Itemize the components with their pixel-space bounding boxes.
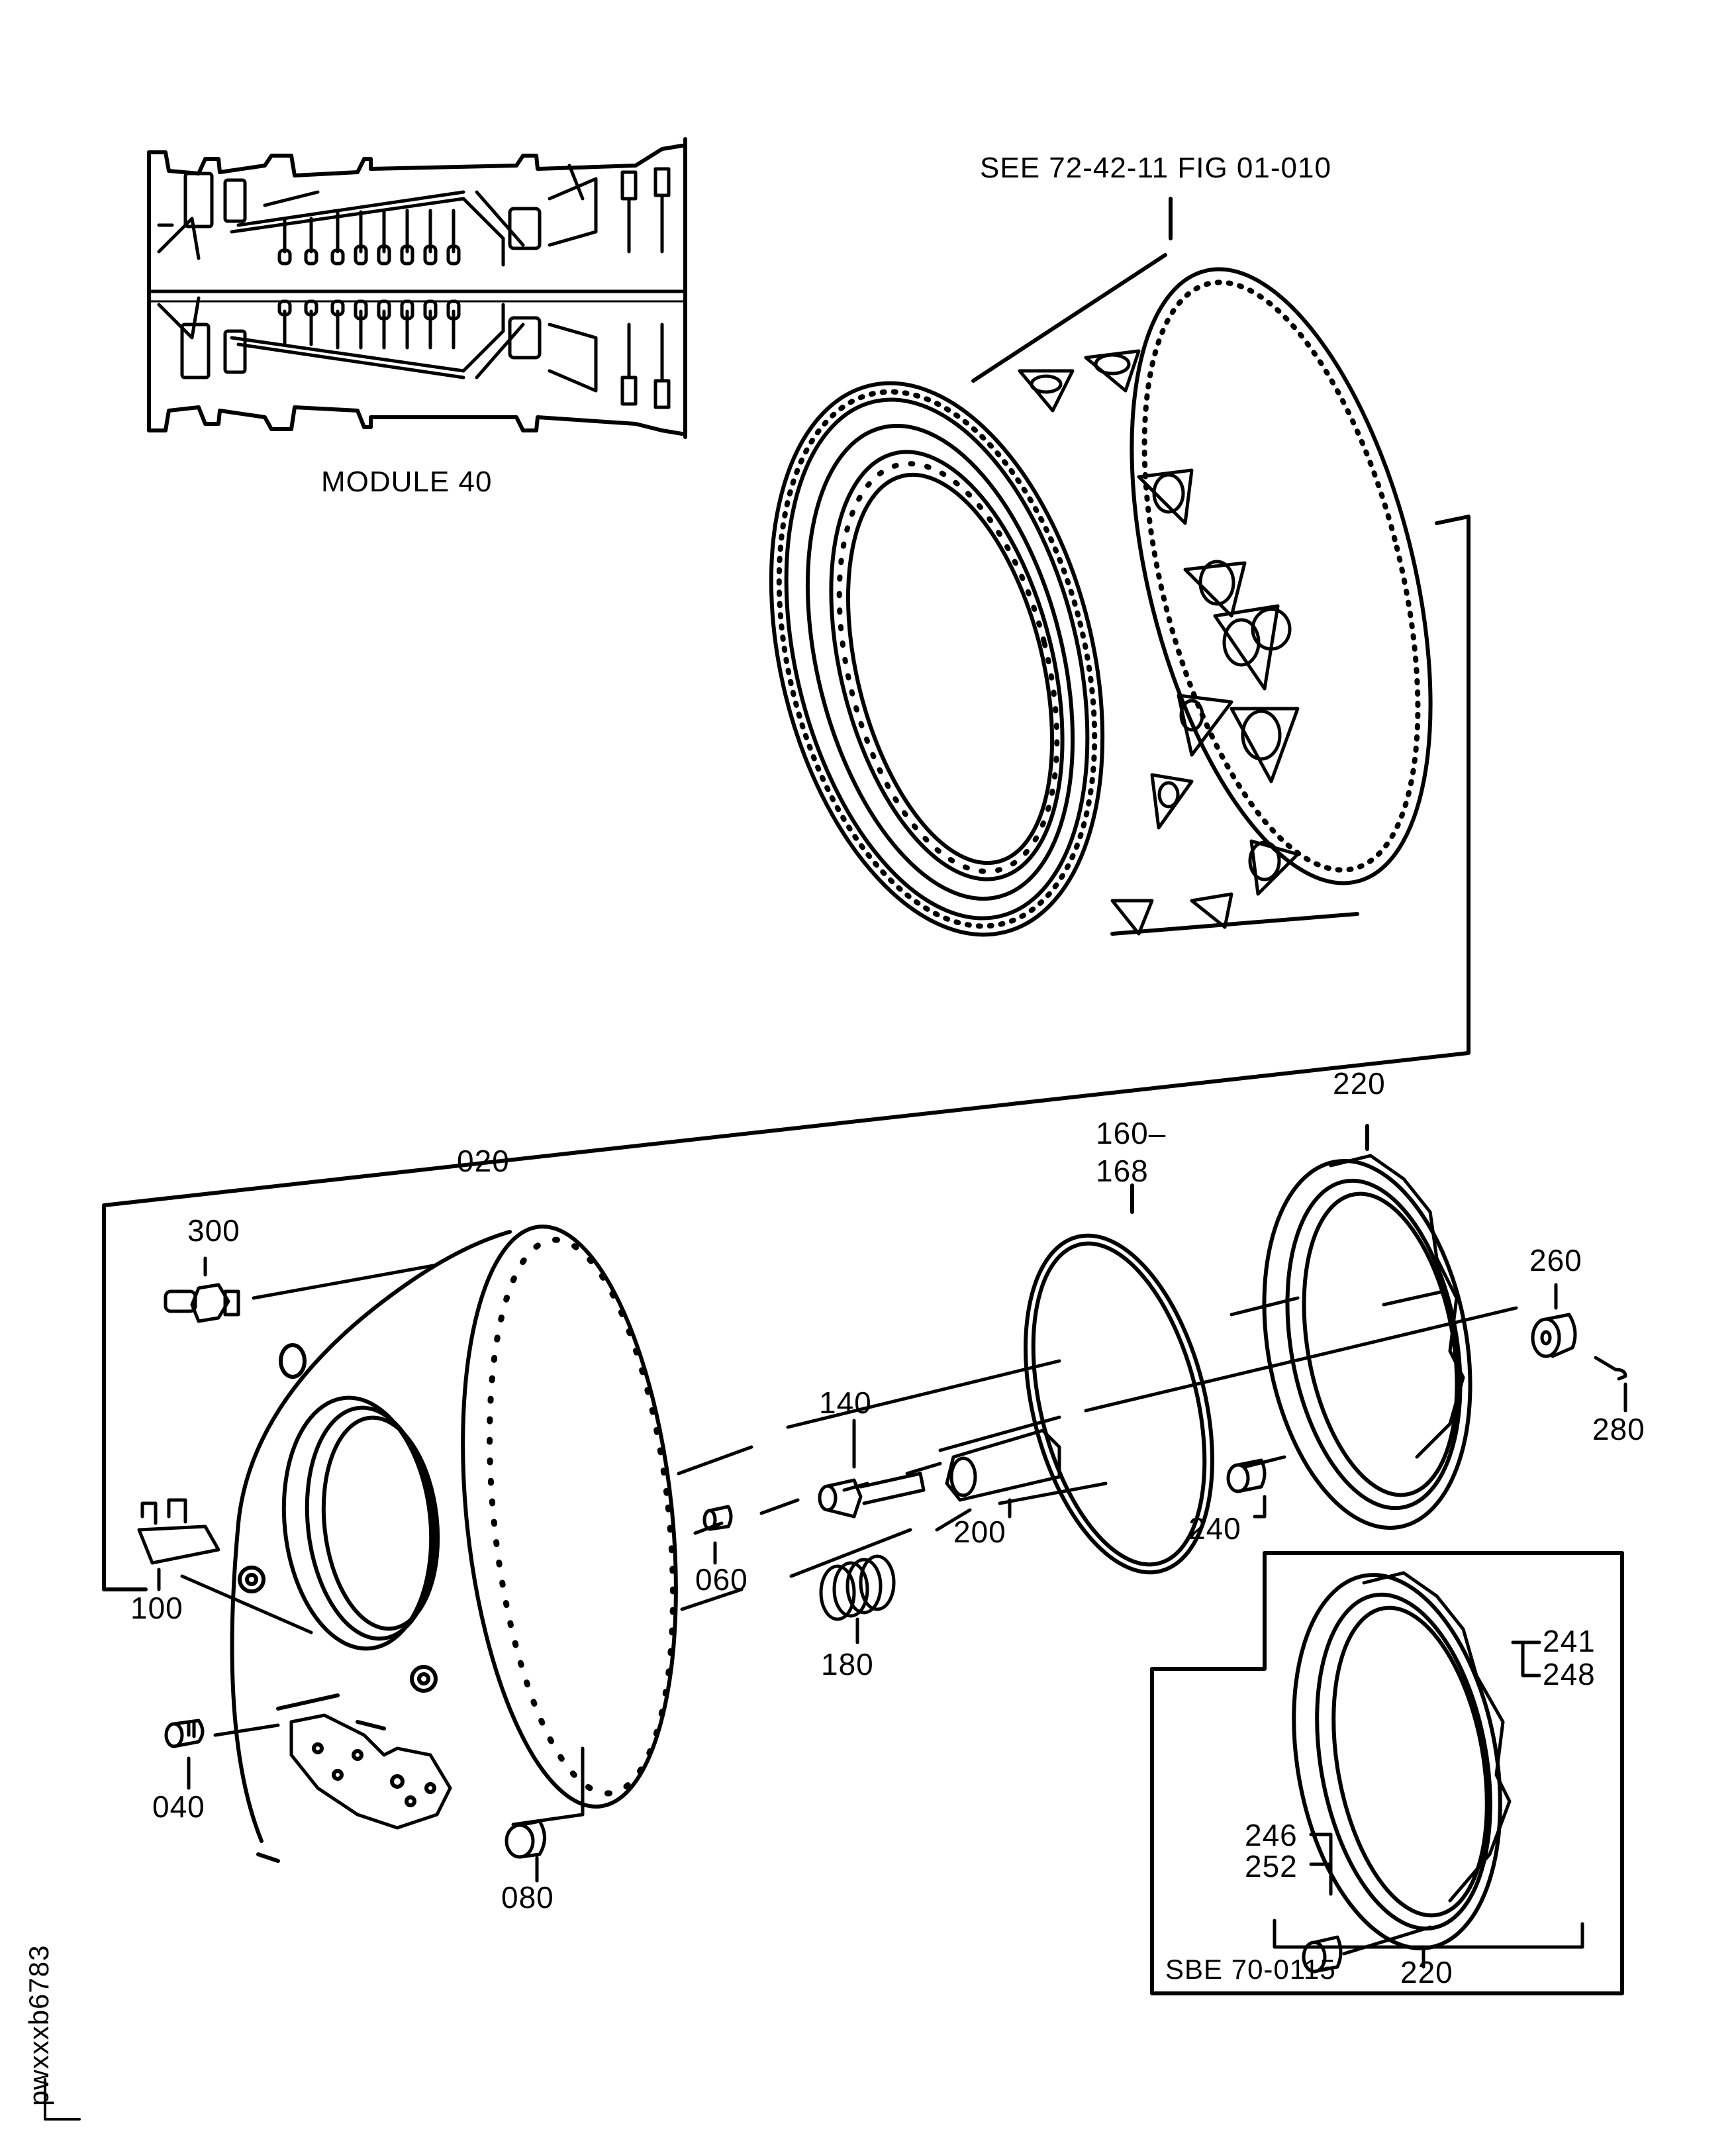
callout-060: 060	[695, 1562, 748, 1597]
image-code-bracket	[44, 2078, 81, 2121]
part-240-bushing	[1226, 1458, 1267, 1519]
callout-248: 248	[1543, 1657, 1596, 1691]
part-200-spacer	[945, 1428, 1061, 1519]
callout-100: 100	[130, 1591, 183, 1625]
part-280-pin	[1594, 1356, 1627, 1413]
callout-200: 200	[953, 1515, 1006, 1549]
part-080-plug	[505, 1819, 546, 1883]
callout-080: 080	[501, 1880, 554, 1915]
combustor-case-assembly	[102, 253, 1471, 1591]
callout-160: 160–	[1096, 1116, 1167, 1150]
callout-280: 280	[1592, 1412, 1645, 1446]
callout-020: 020	[457, 1144, 510, 1178]
callout-246: 246	[1245, 1818, 1298, 1852]
callout-252: 252	[1245, 1849, 1298, 1883]
part-260-washer	[1531, 1283, 1577, 1358]
image-code: pwxxxb6783	[23, 1944, 54, 2106]
part-040-plug	[164, 1719, 205, 1790]
assembly-axis-lines	[213, 1263, 1518, 1827]
part-100-terminal-block	[137, 1498, 313, 1634]
reference-note: SEE 72-42-11 FIG 01-010	[980, 152, 1331, 184]
callout-241: 241	[1543, 1624, 1596, 1658]
part-140-bolt	[818, 1419, 926, 1519]
callout-220-top: 220	[1333, 1066, 1386, 1101]
part-220-liner-support	[1262, 1124, 1472, 1530]
diffuser-case-020	[230, 1225, 678, 1863]
inset-caption-module-40: MODULE 40	[321, 466, 493, 498]
callout-240: 240	[1188, 1511, 1241, 1546]
sbe-inset-box	[1150, 1551, 1624, 1995]
callout-140: 140	[819, 1385, 872, 1420]
module-40-cross-section	[147, 137, 687, 439]
callout-220-box: 220	[1400, 1955, 1453, 1989]
part-180-spring	[819, 1554, 896, 1644]
sbe-note: SBE 70-0115	[1165, 1954, 1336, 1985]
part-300-fitting	[164, 1256, 240, 1323]
part-160-168-seal-ring	[1024, 1183, 1214, 1575]
callout-180: 180	[821, 1647, 874, 1681]
assembly-bracket-line	[102, 515, 1471, 1591]
part-060-insert	[702, 1505, 733, 1565]
callout-260: 260	[1529, 1243, 1582, 1277]
callout-040: 040	[152, 1789, 205, 1824]
callout-300: 300	[187, 1213, 240, 1248]
callout-168: 168	[1096, 1154, 1149, 1188]
